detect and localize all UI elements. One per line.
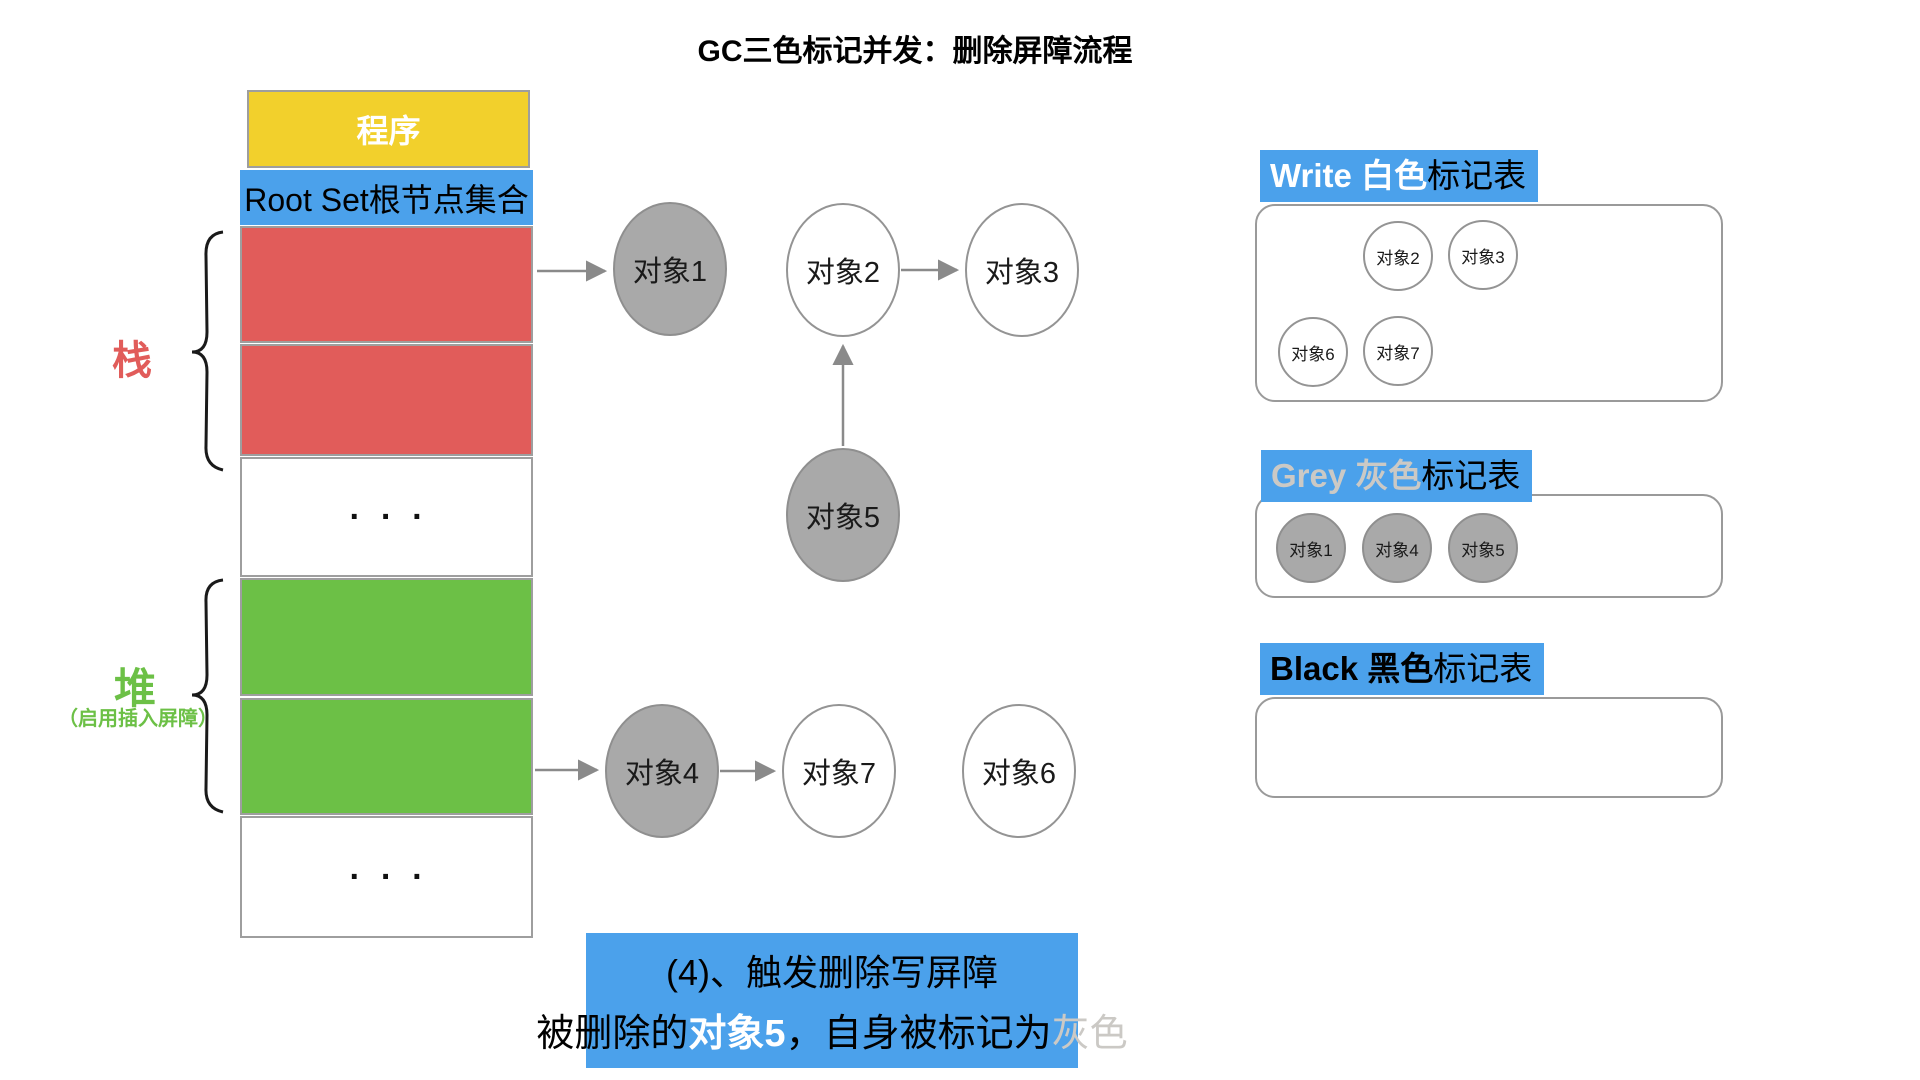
mini-label: 对象7 [1376,343,1420,363]
white-table-item-object-2: 对象2 [1363,221,1433,291]
ellipsis-text: ··· [349,857,444,896]
node-object-4: 对象4 [605,704,719,838]
white-table-title-cn: 标记表 [1427,157,1527,194]
white-table-title-en: Write 白色 [1270,157,1428,194]
black-table-header: Black 黑色标记表 [1260,643,1545,695]
heap-slot-green-2 [240,698,533,815]
node-label: 对象3 [984,257,1060,289]
node-object-3: 对象3 [965,203,1079,337]
mini-label: 对象5 [1461,540,1505,560]
mini-label: 对象6 [1291,344,1335,364]
node-object-7: 对象7 [782,704,896,838]
white-table-header: Write 白色标记表 [1260,150,1539,202]
heap-brace-sublabel: （启用插入屏障） [58,708,218,730]
program-label: 程序 [356,113,421,149]
ellipsis-text: ··· [349,497,444,536]
caption-line-1: (4)、触发删除写屏障 [666,952,998,993]
stack-slot-red-2 [240,344,533,456]
node-label: 对象2 [805,257,881,289]
caption-pre: 被删除的 [536,1013,689,1055]
node-label: 对象5 [805,502,881,534]
mini-label: 对象3 [1461,247,1505,267]
grey-table-header: Grey 灰色标记表 [1261,450,1533,502]
node-label: 对象4 [624,758,700,790]
node-label: 对象6 [981,758,1057,790]
caption-grey-word: 灰色 [1051,1013,1128,1055]
node-object-6: 对象6 [962,704,1076,838]
node-label: 对象1 [632,256,708,288]
white-table-item-object-6: 对象6 [1278,317,1348,387]
grey-table-title-cn: 标记表 [1421,457,1521,494]
program-block: 程序 [247,90,530,168]
black-table-title-en: Black 黑色 [1270,650,1434,687]
white-table-item-object-3: 对象3 [1448,220,1518,290]
stack-slot-ellipsis-1: ··· [240,457,533,577]
grey-table-item-object-5: 对象5 [1448,513,1518,583]
black-table-title-cn: 标记表 [1433,650,1533,687]
heap-slot-ellipsis-2: ··· [240,816,533,938]
node-object-1: 对象1 [613,202,727,336]
grey-table-item-object-1: 对象1 [1276,513,1346,583]
mini-label: 对象4 [1375,540,1419,560]
caption-mid: ，自身被标记为 [785,1013,1052,1055]
heap-slot-green-1 [240,578,533,696]
heap-brace [191,578,224,814]
step-caption-box: (4)、触发删除写屏障 被删除的对象5，自身被标记为灰色 [536,933,1128,1068]
root-set-block: Root Set根节点集合 [240,170,533,225]
grey-table-title-en: Grey 灰色 [1271,457,1422,494]
stack-slot-red-1 [240,226,533,343]
black-table-box [1255,697,1723,798]
caption-line-2: 被删除的对象5，自身被标记为灰色 [536,1002,1127,1057]
mini-label: 对象1 [1289,540,1333,560]
page-title: GC三色标记并发：删除屏障流程 [697,35,1133,68]
node-label: 对象7 [801,758,877,790]
mini-label: 对象2 [1376,248,1420,268]
white-table-item-object-7: 对象7 [1363,316,1433,386]
heap-brace-label: 堆 [114,665,157,712]
stack-brace-label: 栈 [112,339,152,383]
root-set-label: Root Set根节点集合 [244,181,529,218]
stack-brace [191,230,224,472]
node-object-2: 对象2 [786,203,900,337]
grey-table-item-object-4: 对象4 [1362,513,1432,583]
caption-object-5: 对象5 [688,1013,786,1055]
node-object-5: 对象5 [786,448,900,582]
